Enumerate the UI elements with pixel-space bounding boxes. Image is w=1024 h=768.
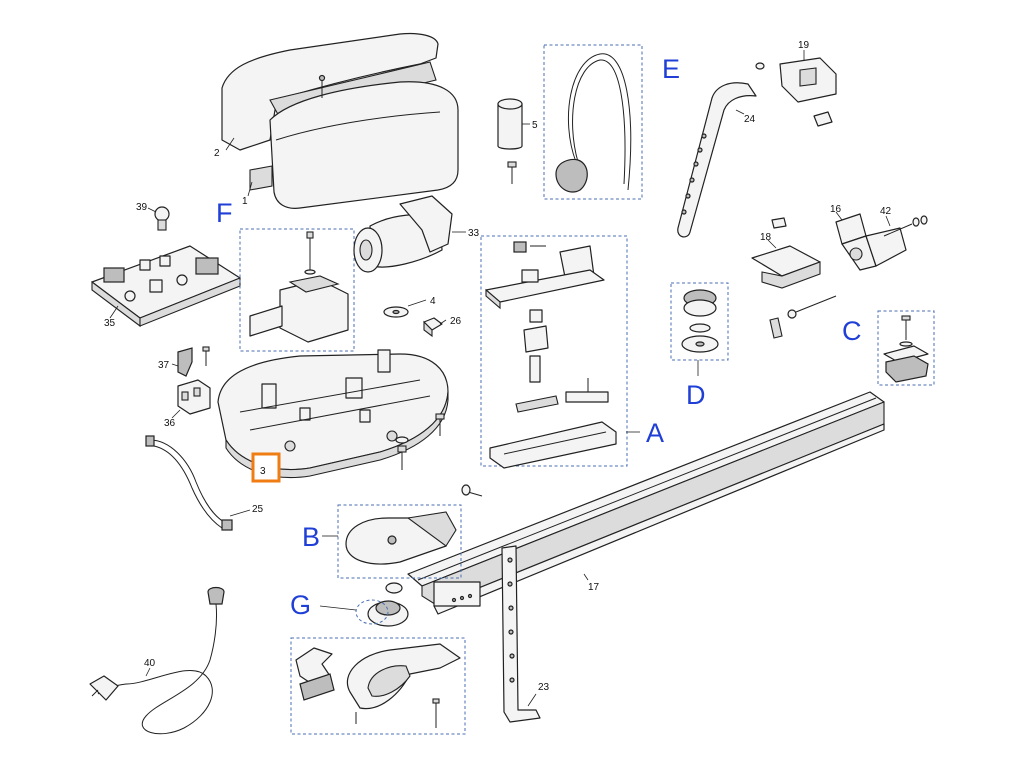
tail-pulley-housing[interactable] <box>295 643 461 728</box>
group-letter-a: A <box>646 418 664 448</box>
release-cord[interactable] <box>555 53 632 193</box>
power-cord[interactable] <box>89 586 225 735</box>
transformer[interactable] <box>249 231 349 343</box>
label-part-33: 33 <box>468 228 480 239</box>
door-arm[interactable] <box>677 82 757 238</box>
header-bracket[interactable] <box>751 217 837 339</box>
control-board[interactable] <box>91 245 241 328</box>
terminal-clip[interactable] <box>177 346 210 377</box>
trolley-carriage[interactable] <box>485 241 617 469</box>
door-bracket[interactable] <box>755 57 837 127</box>
rail-clamp[interactable] <box>883 315 929 383</box>
label-part-39: 39 <box>136 202 148 213</box>
group-f-box <box>239 228 355 352</box>
idler-gear[interactable] <box>367 582 409 627</box>
label-part-4: 4 <box>430 296 436 307</box>
rail-cap[interactable] <box>345 511 457 565</box>
group-letter-g: G <box>290 590 311 620</box>
label-part-26: 26 <box>450 316 462 327</box>
motor-cover[interactable] <box>221 32 459 209</box>
label-part-23: 23 <box>538 682 550 693</box>
group-c-box <box>877 310 935 386</box>
terminal-block[interactable] <box>177 379 211 415</box>
washer[interactable] <box>383 306 409 318</box>
group-letter-e: E <box>662 54 680 84</box>
base-screws <box>395 413 445 470</box>
label-part-37: 37 <box>158 360 170 371</box>
rail-hanger[interactable] <box>501 545 541 723</box>
label-part-16: 16 <box>830 204 842 215</box>
group-letter-f: F <box>216 198 233 228</box>
group-d-box <box>670 282 729 361</box>
label-part-19: 19 <box>798 40 810 51</box>
label-part-42: 42 <box>880 206 892 217</box>
group-letter-d: D <box>686 380 706 410</box>
group-letter-c: C <box>842 316 862 346</box>
label-part-24: 24 <box>744 114 756 125</box>
lamp-bulb[interactable] <box>154 206 170 231</box>
guide-rail[interactable] <box>407 391 885 615</box>
label-part-5: 5 <box>532 120 538 131</box>
label-part-35: 35 <box>104 318 116 329</box>
wire-harness[interactable] <box>145 435 233 531</box>
bushing[interactable] <box>423 317 443 338</box>
group-g-marker <box>355 599 389 625</box>
label-part-17: 17 <box>588 582 600 593</box>
group-tail-box <box>290 637 466 735</box>
shaft-coupler[interactable] <box>497 98 523 184</box>
group-letter-b: B <box>302 522 320 552</box>
rail-bolt <box>461 484 483 497</box>
group-b-box <box>337 504 462 579</box>
drive-motor[interactable] <box>353 195 453 273</box>
label-part-18: 18 <box>760 232 772 243</box>
group-a-box <box>480 235 628 467</box>
label-part-2: 2 <box>214 148 220 159</box>
label-part-3[interactable]: 3 <box>260 466 266 477</box>
label-part-25: 25 <box>252 504 264 515</box>
label-part-1: 1 <box>242 196 248 207</box>
mounting-clamp[interactable] <box>835 213 928 271</box>
label-part-36: 36 <box>164 418 176 429</box>
drive-sprocket[interactable] <box>681 289 719 353</box>
highlight-box-part-3 <box>251 452 281 483</box>
label-part-40: 40 <box>144 658 156 669</box>
